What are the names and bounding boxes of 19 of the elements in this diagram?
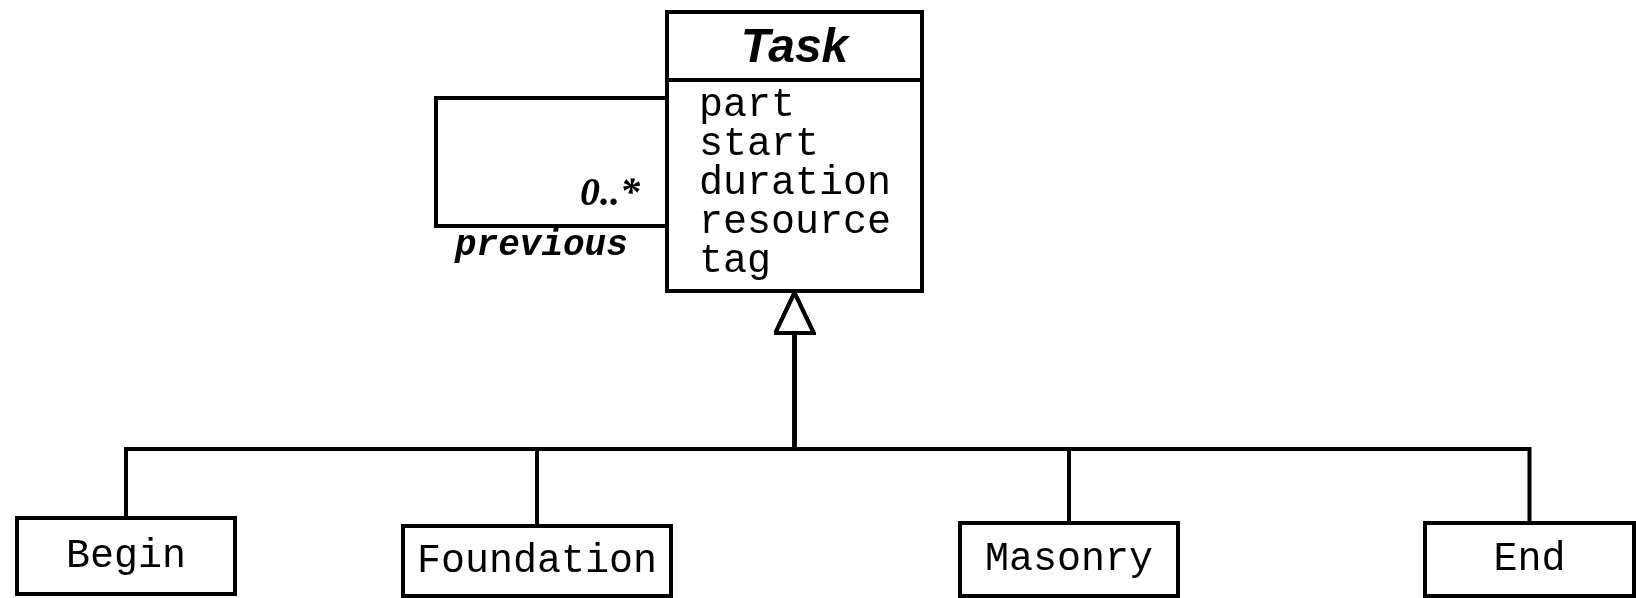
- class-box: [958, 521, 1180, 598]
- attribute-text: tag: [699, 242, 772, 281]
- attribute-text: resource: [699, 203, 893, 242]
- attribute-text: start: [699, 125, 820, 164]
- attribute-text: part: [699, 86, 796, 125]
- multiplicity-label: 0..*: [580, 168, 640, 215]
- class-box: [15, 516, 237, 596]
- generalization-arrow: [773, 291, 1532, 521]
- role-name: previous: [455, 225, 628, 266]
- class-box: [665, 10, 924, 293]
- class-name: Masonry: [985, 537, 1153, 582]
- attribute-text: duration: [699, 164, 893, 203]
- association-line: [434, 96, 665, 228]
- class-box: [1423, 521, 1636, 598]
- class-name: Begin: [66, 533, 186, 579]
- class-box: [401, 524, 673, 598]
- class-name: Task: [669, 14, 920, 82]
- class-name: End: [1493, 537, 1566, 582]
- class-name: Foundation: [416, 538, 657, 584]
